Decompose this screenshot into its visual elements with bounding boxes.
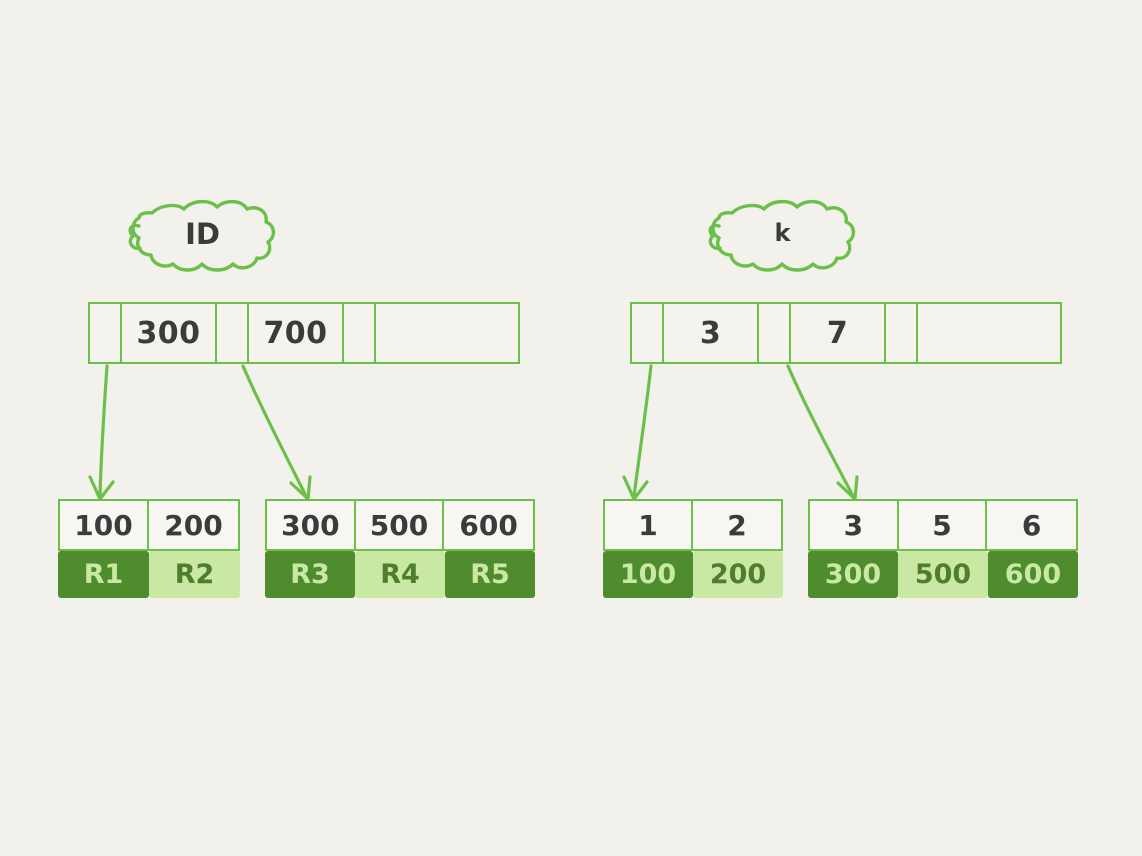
leaf-value-cell[interactable]: 200: [693, 551, 783, 598]
leaf-key-cell[interactable]: 3: [810, 501, 899, 549]
leaf-key-row: 3 5 6: [808, 499, 1078, 551]
leaf-node-secondary-1[interactable]: 1 2 100 200: [603, 499, 783, 598]
leaf-value-cell[interactable]: R5: [445, 551, 535, 598]
leaf-key-row: 1 2: [603, 499, 783, 551]
root-empty-cell[interactable]: [376, 304, 518, 362]
leaf-key-row: 100 200: [58, 499, 240, 551]
leaf-key-row: 300 500 600: [265, 499, 535, 551]
cloud-label-id: ID: [185, 217, 220, 251]
root-pointer-cell-2[interactable]: [886, 304, 918, 362]
arrowhead-left-leaf2: [289, 475, 312, 501]
leaf-key-cell[interactable]: 6: [1021, 508, 1042, 542]
arrow-right-root-to-leaf2: [786, 364, 855, 498]
leaf-value-cell[interactable]: R3: [265, 551, 356, 598]
leaf-value-row: R3 R4 R5: [265, 551, 535, 598]
root-empty-cell[interactable]: [918, 304, 1060, 362]
cloud-label-k: k: [774, 219, 791, 247]
leaf-value-row: 300 500 600: [808, 551, 1078, 598]
leaf-value-cell[interactable]: 600: [988, 551, 1078, 598]
root-pointer-cell-1[interactable]: [217, 304, 249, 362]
leaf-node-primary-1[interactable]: 100 200 R1 R2: [58, 499, 240, 598]
root-node-primary-index[interactable]: 300 700: [88, 302, 520, 364]
arrow-right-root-to-leaf1: [632, 364, 653, 498]
arrow-left-root-to-leaf1: [98, 364, 109, 498]
root-key-cell-0[interactable]: 300: [122, 304, 217, 362]
root-pointer-cell-0[interactable]: [90, 304, 122, 362]
leaf-value-cell[interactable]: 500: [898, 551, 988, 598]
leaf-value-cell[interactable]: 300: [808, 551, 899, 598]
leaf-key-cell[interactable]: 500: [356, 501, 445, 549]
root-node-secondary-index[interactable]: 3 7: [630, 302, 1062, 364]
root-key-cell-0[interactable]: 3: [664, 304, 759, 362]
leaf-key-cell[interactable]: 600: [459, 508, 518, 542]
arrowhead-left-leaf1: [88, 475, 115, 501]
root-pointer-cell-0[interactable]: [632, 304, 664, 362]
leaf-key-cell[interactable]: 1: [605, 501, 693, 549]
arrowhead-right-leaf1: [622, 475, 649, 501]
cloud-callout-k-lobe: [708, 223, 722, 250]
leaf-value-row: R1 R2: [58, 551, 240, 598]
leaf-node-primary-2[interactable]: 300 500 600 R3 R4 R5: [265, 499, 535, 598]
leaf-key-cell[interactable]: 200: [164, 508, 223, 542]
cloud-callout-id-lobe: [128, 223, 142, 250]
leaf-key-cell[interactable]: 100: [60, 501, 149, 549]
leaf-value-row: 100 200: [603, 551, 783, 598]
leaf-value-cell[interactable]: R2: [149, 551, 240, 598]
root-key-cell-1[interactable]: 700: [249, 304, 344, 362]
leaf-value-cell[interactable]: 100: [603, 551, 693, 598]
leaf-value-cell[interactable]: R1: [58, 551, 149, 598]
leaf-key-cell[interactable]: 300: [267, 501, 356, 549]
arrow-left-root-to-leaf2: [241, 364, 308, 498]
leaf-value-cell[interactable]: R4: [355, 551, 445, 598]
root-key-cell-1[interactable]: 7: [791, 304, 886, 362]
arrowhead-right-leaf2: [836, 475, 859, 501]
leaf-node-secondary-2[interactable]: 3 5 6 300 500 600: [808, 499, 1078, 598]
leaf-key-cell[interactable]: 2: [727, 508, 747, 542]
root-pointer-cell-2[interactable]: [344, 304, 376, 362]
leaf-key-cell[interactable]: 5: [899, 501, 988, 549]
root-pointer-cell-1[interactable]: [759, 304, 791, 362]
